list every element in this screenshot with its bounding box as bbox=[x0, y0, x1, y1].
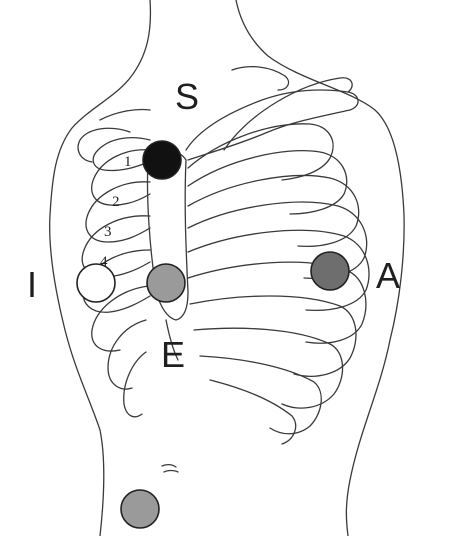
clavicles bbox=[100, 67, 358, 160]
electrode-e bbox=[147, 264, 185, 302]
label-e: E bbox=[161, 334, 185, 375]
label-a: A bbox=[376, 255, 400, 296]
electrode-i bbox=[77, 264, 115, 302]
sternum bbox=[147, 152, 188, 360]
electrode-ground bbox=[121, 490, 159, 528]
navel-mark bbox=[162, 465, 178, 472]
rib-number-3: 3 bbox=[104, 224, 112, 240]
electrode-a bbox=[311, 252, 349, 290]
rib-number-1: 1 bbox=[124, 154, 132, 170]
label-i: I bbox=[27, 264, 37, 305]
electrode-s bbox=[143, 141, 181, 179]
rib-number-2: 2 bbox=[112, 194, 120, 210]
label-s: S bbox=[175, 76, 199, 117]
